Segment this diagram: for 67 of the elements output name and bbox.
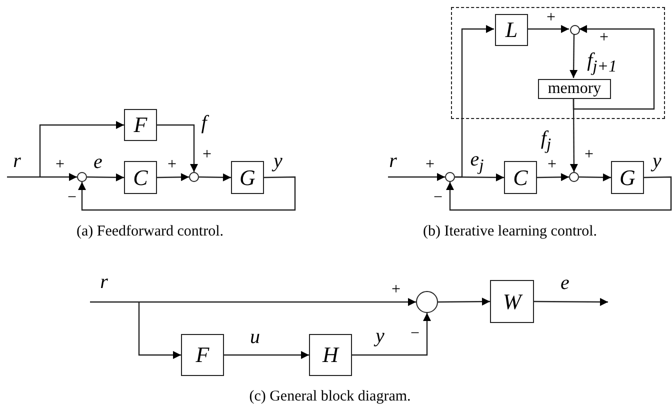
signal-arrow (198, 173, 232, 182)
signal-label: r (100, 272, 108, 292)
signal-arrow (90, 298, 416, 306)
sign-label: + (584, 147, 594, 163)
signal-arrow (527, 25, 569, 33)
signal-arrow (570, 34, 578, 78)
sign-label: − (410, 326, 420, 342)
transfer-block: memory (538, 79, 611, 99)
signal-arrow (446, 176, 672, 211)
sign-label: − (433, 190, 443, 206)
signal-label: f (201, 113, 207, 133)
sign-label: + (202, 147, 212, 163)
signal-label: y (274, 151, 282, 171)
sign-label: + (599, 30, 609, 46)
signal-label: f$_{j+1}$ (587, 50, 617, 76)
transfer-block: F (124, 109, 157, 141)
transfer-block: L (495, 14, 528, 46)
signal-arrow (78, 176, 296, 211)
signal-label: e$_{j}$ (470, 150, 484, 174)
signal-arrow (87, 173, 124, 182)
caption: (a) Feedforward control. (76, 224, 224, 240)
signal-arrow (536, 173, 570, 182)
sign-label: + (547, 157, 557, 173)
signal-arrow (578, 173, 612, 182)
signal-label: f$_{j}$ (540, 128, 552, 154)
signal-arrow (352, 313, 431, 356)
transfer-block: G (611, 161, 644, 194)
signal-arrow (156, 173, 190, 182)
summing-junction (77, 172, 87, 182)
summing-junction (570, 25, 580, 35)
caption: (b) Iterative learning control. (422, 224, 598, 240)
summing-junction (416, 291, 438, 313)
signal-label: y (376, 326, 384, 346)
summing-junction (445, 172, 455, 182)
signal-label: y (652, 151, 662, 171)
transfer-block: G (231, 161, 264, 194)
summing-junction (189, 172, 199, 182)
signal-label: e (560, 273, 570, 293)
transfer-block: H (309, 334, 352, 376)
transfer-block: F (181, 334, 224, 376)
transfer-block: C (504, 161, 537, 194)
signal-arrow (39, 121, 124, 177)
signal-arrow (138, 302, 181, 359)
signal-label: u (250, 327, 260, 347)
signal-arrow (438, 298, 490, 306)
sign-label: + (391, 282, 401, 298)
signal-label: e (94, 152, 102, 172)
signal-arrow (157, 124, 198, 172)
signal-arrow (7, 173, 77, 181)
signal-arrow (570, 98, 578, 172)
signal-label: r (13, 151, 21, 171)
sign-label: − (67, 190, 77, 206)
signal-arrow (455, 25, 494, 178)
summing-junction (569, 172, 579, 182)
signal-arrow (534, 298, 608, 306)
transfer-block: C (124, 161, 157, 194)
caption: (c) General block diagram. (249, 390, 411, 404)
signal-arrow (388, 173, 445, 181)
transfer-block: W (490, 280, 534, 323)
sign-label: + (546, 10, 556, 26)
sign-label: + (425, 157, 435, 173)
dashed-region (451, 7, 665, 119)
sign-label: + (167, 157, 177, 173)
sign-label: + (55, 157, 65, 173)
signal-arrow (224, 351, 309, 359)
signal-label: r (389, 151, 397, 171)
signal-arrow (572, 25, 655, 110)
